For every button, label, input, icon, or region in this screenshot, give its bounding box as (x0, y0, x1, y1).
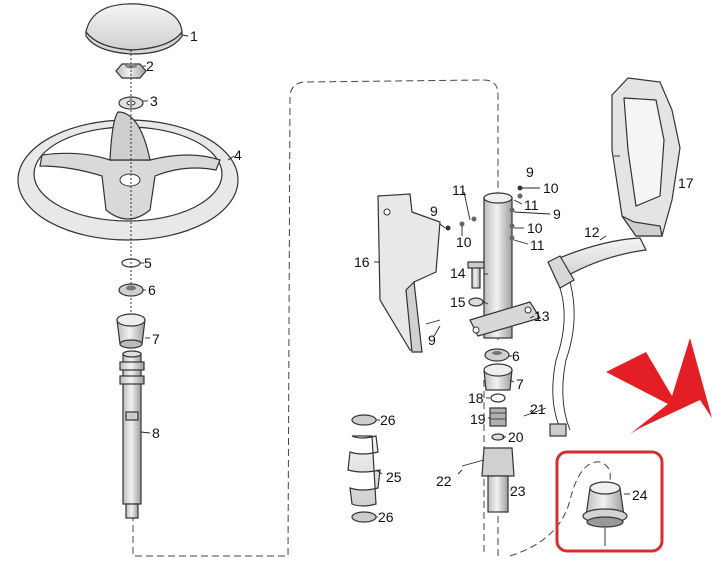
label-part-18: 18 (468, 390, 484, 406)
label-part-6: 6 (512, 348, 520, 364)
label-part-26: 26 (378, 509, 394, 525)
label-part-10: 10 (527, 220, 543, 236)
label-part-7: 7 (516, 376, 524, 392)
label-part-9: 9 (428, 332, 436, 348)
part-column-cover (611, 77, 681, 237)
label-part-22: 22 (436, 473, 452, 489)
label-part-13: 13 (534, 308, 550, 324)
label-part-6: 6 (148, 282, 156, 298)
part-spring (489, 407, 507, 427)
part-cap-plug (582, 481, 628, 546)
label-part-5: 5 (144, 255, 152, 271)
label-part-11: 11 (524, 197, 539, 213)
part-steering-shaft (119, 350, 145, 519)
assembly-dashed-outline (132, 79, 499, 557)
label-part-26: 26 (380, 412, 396, 428)
label-part-21: 21 (530, 401, 546, 417)
label-part-4: 4 (234, 147, 242, 163)
label-part-3: 3 (150, 93, 158, 109)
label-part-7: 7 (152, 331, 160, 347)
part-steering-wheel (17, 111, 239, 241)
part-bushing (116, 313, 146, 349)
part-left-bracket (377, 193, 441, 353)
label-part-10: 10 (456, 234, 472, 250)
part-seal-ring (490, 393, 506, 403)
part-upper-bearing (118, 283, 144, 297)
label-part-24: 24 (632, 487, 648, 503)
column-fasteners (425, 185, 523, 325)
label-part-23: 23 (510, 483, 526, 499)
part-tilt-lever (547, 237, 647, 437)
label-part-9: 9 (526, 164, 534, 180)
label-part-19: 19 (470, 411, 486, 427)
down-left-arrow-icon (606, 338, 712, 434)
cable-dashed-outline (509, 461, 611, 557)
part-lower-bearing (484, 348, 510, 362)
part-number-labels: 1 2 3 4 5 6 7 8 9 9 9 9 10 10 10 11 11 1… (144, 28, 694, 525)
label-part-9: 9 (553, 206, 561, 222)
label-part-10: 10 (543, 180, 559, 196)
part-column-tube (469, 192, 541, 339)
label-part-17: 17 (678, 175, 694, 191)
label-part-8: 8 (152, 425, 160, 441)
part-bolt-washer (468, 297, 484, 307)
label-part-2: 2 (146, 58, 154, 74)
label-part-15: 15 (450, 294, 466, 310)
label-part-16: 16 (354, 254, 370, 270)
part-rubber-boot (347, 414, 381, 523)
label-part-20: 20 (508, 429, 524, 445)
label-part-11: 11 (530, 237, 545, 253)
label-part-9: 9 (430, 203, 438, 219)
label-part-11: 11 (452, 182, 467, 198)
leader-lines (140, 34, 630, 518)
label-part-12: 12 (584, 224, 600, 240)
highlight-box (555, 450, 664, 553)
label-part-1: 1 (190, 28, 198, 44)
part-lower-bushing (483, 363, 513, 391)
label-part-25: 25 (386, 469, 402, 485)
part-universal-joint (461, 407, 547, 513)
part-horn-cap (85, 3, 183, 55)
label-part-14: 14 (450, 265, 466, 281)
part-bolt (467, 261, 485, 289)
